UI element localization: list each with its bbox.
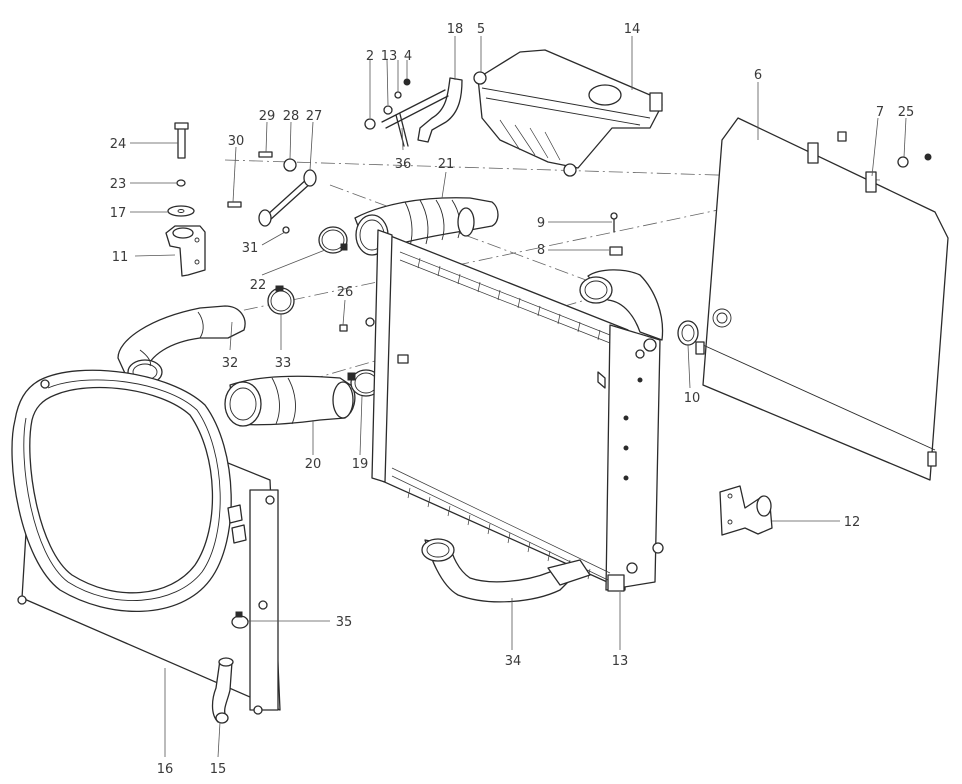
clamp-22 [318,226,348,254]
nut-23 [176,179,186,187]
callout-26: 26 [337,285,354,300]
callout-7: 7 [876,105,884,120]
shroud-plate [695,117,949,481]
callout-17: 17 [110,206,127,221]
bolt-set-top [364,78,411,147]
callout-32: 32 [222,356,239,371]
stay-rod [227,151,317,234]
callout-9: 9 [537,216,545,231]
callout-13-bottom: 13 [612,654,629,669]
callout-14: 14 [624,22,641,37]
callout-8: 8 [537,243,545,258]
small-hose [381,77,463,143]
clamp-35 [231,611,249,629]
callout-20: 20 [305,457,322,472]
callout-36: 36 [395,157,412,172]
mount-12 [719,485,773,536]
mount-bolt [174,122,189,159]
fitting-8 [609,246,623,256]
callout-11: 11 [112,250,129,265]
bracket-11 [165,225,206,277]
bolt-9 [610,212,618,233]
callout-4: 4 [404,49,412,64]
callout-12: 12 [844,515,861,530]
callout-18: 18 [447,22,464,37]
callout-29: 29 [259,109,276,124]
hose-20 [224,375,356,427]
callout-33: 33 [275,356,292,371]
callout-34: 34 [505,654,522,669]
callout-21: 21 [438,157,455,172]
washer-17 [167,205,195,217]
leader-lines [130,36,907,758]
callout-24: 24 [110,137,127,152]
outlet-pipe [579,269,664,341]
expansion-tank [473,49,663,177]
callout-35: 35 [336,615,353,630]
callout-19: 19 [352,457,369,472]
callout-27: 27 [306,109,323,124]
callout-25: 25 [898,105,915,120]
callout-13-top: 13 [381,49,398,64]
bolt-26 [339,317,375,332]
fasteners-right [837,131,932,168]
callout-30: 30 [228,134,245,149]
callout-31: 31 [242,241,259,256]
callout-15: 15 [210,762,227,777]
callout-28: 28 [283,109,300,124]
upper-hose [354,197,499,256]
callout-22: 22 [250,278,267,293]
callout-23: 23 [110,177,127,192]
callout-labels: 2 13 4 18 5 14 6 7 25 24 29 28 27 30 23 … [110,22,915,777]
clamp-33 [267,285,295,315]
callout-10: 10 [684,391,701,406]
callout-16: 16 [157,762,174,777]
callout-5: 5 [477,22,485,37]
oring-10 [677,320,699,346]
drain-pipe [211,657,234,724]
callout-2: 2 [366,49,374,64]
callout-6: 6 [754,68,762,83]
lower-left-hose [117,305,246,385]
radiator [371,229,664,592]
bottom-hose [421,538,591,603]
fan-shroud [11,369,281,715]
